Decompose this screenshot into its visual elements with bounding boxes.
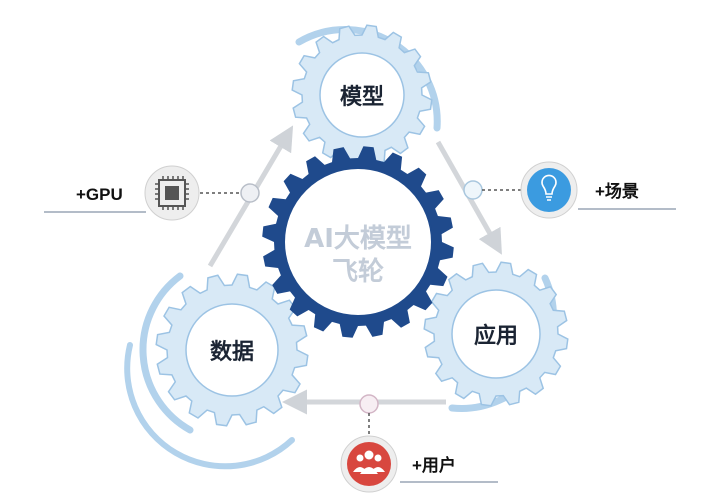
data-label: 数据 — [210, 339, 254, 365]
scene-connector-node — [463, 180, 483, 200]
center-title: AI大模型 — [304, 224, 412, 254]
users-connector-node — [359, 394, 379, 414]
gpu-label: +GPU — [76, 185, 123, 204]
scene-label: +场景 — [595, 182, 639, 201]
users-label: +用户 — [412, 455, 456, 475]
data-arc — [139, 272, 194, 434]
model-label: 模型 — [340, 84, 384, 110]
users-input: +用户 — [340, 394, 498, 493]
center-gear: AI大模型 飞轮 — [262, 146, 454, 338]
application-label: 应用 — [474, 323, 518, 349]
chip-icon — [144, 165, 200, 221]
lightbulb-icon — [520, 161, 578, 219]
data-gear: 数据 — [155, 273, 309, 427]
scene-input: +场景 — [463, 161, 676, 219]
application-gear: 应用 — [423, 261, 569, 407]
gpu-connector-node — [240, 183, 260, 203]
center-subtitle: 飞轮 — [332, 257, 384, 287]
gpu-input: +GPU — [44, 165, 260, 221]
model-gear: 模型 — [291, 24, 433, 166]
users-icon — [340, 435, 398, 493]
data-arc-bottom — [124, 342, 295, 470]
